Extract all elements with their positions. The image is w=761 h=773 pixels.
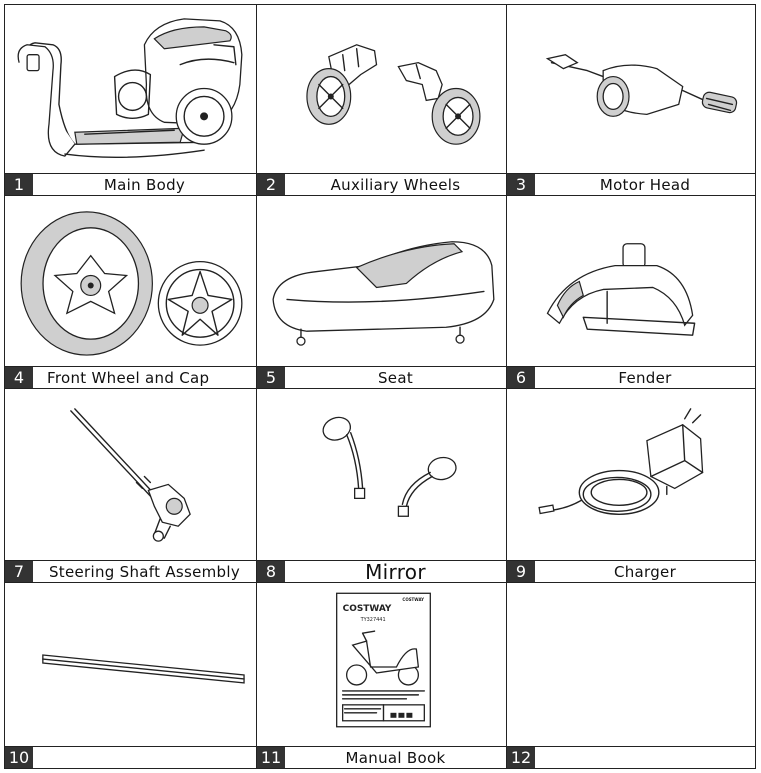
main-body-illustration (5, 5, 256, 173)
steering-shaft-assembly-illustration (5, 389, 256, 560)
part-label-7: 7 Steering Shaft Assembly (5, 560, 256, 582)
part-number-5: 5 (257, 367, 285, 388)
part-number-9: 9 (507, 561, 535, 582)
mirror-illustration (257, 389, 506, 560)
part-cell-3: 3 Motor Head (507, 5, 755, 196)
part-label-1: 1 Main Body (5, 173, 256, 195)
part-cell-2: 2 Auxiliary Wheels (257, 5, 507, 196)
part-label-11: 11 Manual Book (257, 746, 506, 768)
part-name-seat: Seat (377, 368, 414, 387)
part-number-4: 4 (5, 367, 33, 388)
part-cell-8: 8 Mirror (257, 389, 507, 584)
manual-brand: COSTWAY (343, 604, 392, 614)
part-name-steering-shaft-assembly: Steering Shaft Assembly (48, 562, 241, 581)
part-label-5: 5 Seat (257, 366, 506, 388)
part-label-12: 12 (507, 746, 755, 768)
part-name-fender: Fender (618, 368, 672, 387)
parts-list-grid: 1 Main Body 2 Auxiliary Wheels (4, 4, 756, 769)
part-name-manual-book: Manual Book (345, 748, 446, 767)
part-number-2: 2 (257, 174, 285, 195)
seat-illustration (257, 196, 506, 366)
part-label-10: 10 (5, 746, 256, 768)
part-label-8: 8 Mirror (257, 559, 506, 584)
manual-model: TY327441 (360, 617, 386, 623)
part-label-9: 9 Charger (507, 560, 755, 582)
part-cell-5: 5 Seat (257, 196, 507, 389)
part-cell-7: 7 Steering Shaft Assembly (5, 389, 257, 583)
manual-book-illustration: COSTWAY COSTWAY TY327441 (257, 583, 506, 746)
empty-illustration (507, 583, 755, 746)
part-label-3: 3 Motor Head (507, 173, 755, 195)
bar-illustration (5, 583, 256, 746)
motor-head-illustration (507, 5, 755, 173)
manual-corner-brand: COSTWAY (402, 597, 424, 602)
part-cell-11: COSTWAY COSTWAY TY327441 11 Manual Book (257, 583, 507, 768)
part-name-charger: Charger (613, 562, 677, 581)
part-number-1: 1 (5, 174, 33, 195)
fender-illustration (507, 196, 755, 366)
part-number-6: 6 (507, 367, 535, 388)
part-number-10: 10 (5, 747, 33, 768)
part-cell-9: 9 Charger (507, 389, 755, 583)
part-number-11: 11 (257, 747, 285, 768)
part-cell-4: 4 Front Wheel and Cap (5, 196, 257, 389)
part-name-main-body: Main Body (103, 175, 186, 194)
part-number-3: 3 (507, 174, 535, 195)
part-name-motor-head: Motor Head (599, 175, 691, 194)
part-cell-10: 10 (5, 583, 257, 768)
part-label-4: 4 Front Wheel and Cap (5, 366, 256, 388)
part-label-6: 6 Fender (507, 366, 755, 388)
part-name-mirror: Mirror (365, 559, 426, 584)
part-number-12: 12 (507, 747, 535, 768)
part-number-7: 7 (5, 561, 33, 582)
part-cell-6: 6 Fender (507, 196, 755, 389)
part-number-8: 8 (257, 561, 285, 582)
part-name-auxiliary-wheels: Auxiliary Wheels (330, 175, 461, 194)
front-wheel-and-cap-illustration (5, 196, 256, 366)
auxiliary-wheels-illustration (257, 5, 506, 173)
charger-illustration (507, 389, 755, 560)
part-name-front-wheel-and-cap: Front Wheel and Cap (47, 368, 210, 387)
part-cell-12: 12 (507, 583, 755, 768)
part-label-2: 2 Auxiliary Wheels (257, 173, 506, 195)
part-cell-1: 1 Main Body (5, 5, 257, 196)
